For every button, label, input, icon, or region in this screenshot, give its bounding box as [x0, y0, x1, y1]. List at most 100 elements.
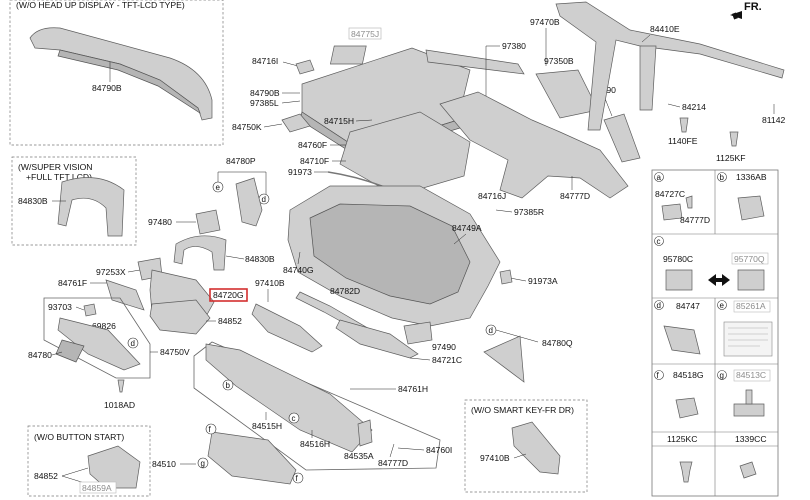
label-97253X: 97253X	[96, 267, 126, 277]
leader-84410E	[641, 34, 651, 43]
legend-f-part: 84518G	[673, 370, 704, 380]
legend-c-part-2: 95770Q	[734, 254, 765, 264]
label-84721C: 84721C	[432, 355, 462, 365]
label-84852-b: 84852	[34, 471, 58, 481]
leader-84716I	[282, 61, 299, 67]
legend-a-part-2: 84777D	[680, 215, 710, 225]
label-91973: 91973	[288, 167, 312, 177]
label-84790B-a: 84790B	[92, 83, 122, 93]
fascia-97410B-part	[251, 303, 323, 353]
legend-e-label-image	[723, 321, 773, 357]
label-84716J: 84716J	[478, 191, 506, 201]
fascia-97410B-variant-part	[511, 421, 561, 475]
legend-table	[651, 169, 779, 497]
label-84715H: 84715H	[324, 116, 354, 126]
label-81142: 81142	[762, 115, 785, 125]
label-84830B-a: 84830B	[18, 196, 48, 206]
knee-bolster-variant-part	[87, 445, 141, 489]
label-84782D: 84782D	[330, 286, 360, 296]
callout-f-1: f	[209, 425, 212, 434]
label-97480: 97480	[148, 217, 172, 227]
leader-84214	[667, 103, 681, 108]
label-84775J-box	[348, 27, 382, 40]
screw-1018AD-part	[117, 379, 125, 393]
legend-e-circle	[717, 300, 727, 310]
label-1018AD: 1018AD	[104, 400, 135, 410]
leader-84777D-b	[389, 443, 395, 458]
label-84859A: 84859A	[82, 483, 112, 493]
leader-97385L	[281, 100, 301, 104]
label-93703: 93703	[48, 302, 72, 312]
label-84790B-b: 84790B	[250, 88, 280, 98]
legend-nut-1339CC-part	[739, 461, 757, 479]
callout-e-circle	[212, 181, 224, 193]
label-97490: 97490	[432, 342, 456, 352]
legend-c-part-1: 95780C	[663, 254, 693, 264]
legend-e-part-box	[733, 300, 771, 313]
legend-d-letter: d	[657, 301, 661, 310]
leader-91973A	[509, 277, 527, 282]
label-91973A: 91973A	[528, 276, 558, 286]
label-84720G-highlight	[209, 288, 248, 302]
legend-a-clip-part	[661, 203, 683, 221]
legend-f-circle	[654, 370, 664, 380]
latch-84535A-part	[357, 419, 373, 447]
label-84777D-b: 84777D	[378, 458, 408, 468]
clip-84716I-part	[295, 59, 315, 75]
label-97385L: 97385L	[250, 98, 279, 108]
label-84750K: 84750K	[232, 122, 262, 132]
label-84775J: 84775J	[351, 29, 379, 39]
label-97350B: 97350B	[544, 56, 574, 66]
panel-84761F-part	[105, 279, 145, 311]
legend-c-part-2-box	[731, 252, 769, 265]
legend-e-letter: e	[720, 301, 725, 310]
label-84750V: 84750V	[160, 347, 190, 357]
cluster-hood-part	[57, 177, 125, 237]
label-84515H: 84515H	[252, 421, 282, 431]
leader-84780Q	[495, 329, 539, 343]
legend-g-part-box	[733, 369, 771, 382]
label-84777D-a: 84777D	[560, 191, 590, 201]
callout-b: b	[226, 381, 231, 390]
callout-f-2: f	[296, 474, 299, 483]
legend-c-circle	[654, 236, 664, 246]
callout-g: g	[201, 459, 205, 468]
label-84830B-b: 84830B	[245, 254, 275, 264]
label-1125KF: 1125KF	[716, 153, 745, 163]
legend-c-part-2-img	[737, 269, 765, 291]
direction-label: FR.	[744, 1, 762, 13]
label-84510: 84510	[152, 459, 176, 469]
callout-b-circle	[222, 379, 234, 391]
label-97385R: 97385R	[514, 207, 544, 217]
direction-arrow-shaft	[732, 12, 738, 20]
leader-84852-b	[61, 467, 89, 477]
hud-variant-title: (W/O HEAD UP DISPLAY - TFT-LCD TYPE)	[16, 0, 185, 10]
label-84780: 84780	[28, 350, 52, 360]
label-84780P: 84780P	[226, 156, 256, 166]
super-vision-title-2: +FULL TFT LCD)	[26, 172, 92, 182]
legend-a-screw-part	[685, 195, 693, 209]
label-84410E: 84410E	[650, 24, 680, 34]
leader-97253X	[127, 269, 141, 273]
cross-bar-bracket-part	[639, 45, 657, 111]
leader-84740G	[297, 251, 301, 265]
label-84761F: 84761F	[58, 278, 87, 288]
label-84749A: 84749A	[452, 223, 482, 233]
vent-97350B-part	[535, 69, 599, 119]
legend-g-part: 84513C	[736, 370, 766, 380]
callout-g-circle	[197, 457, 209, 469]
leader-97385R	[495, 209, 513, 213]
clip-91973A-part	[499, 269, 513, 285]
smart-key-box	[464, 399, 588, 493]
super-vision-title-1: (W/SUPER VISION	[18, 162, 93, 172]
callout-d-1: d	[262, 195, 266, 204]
label-84716I: 84716I	[252, 56, 278, 66]
knee-bolster-part	[149, 299, 211, 335]
legend-a-circle	[654, 172, 664, 182]
legend-f-bumper-part	[675, 397, 699, 419]
module-97490-part	[403, 321, 433, 345]
legend-d-circle	[654, 300, 664, 310]
air-duct-main-part	[439, 91, 629, 199]
label-84214: 84214	[682, 102, 706, 112]
